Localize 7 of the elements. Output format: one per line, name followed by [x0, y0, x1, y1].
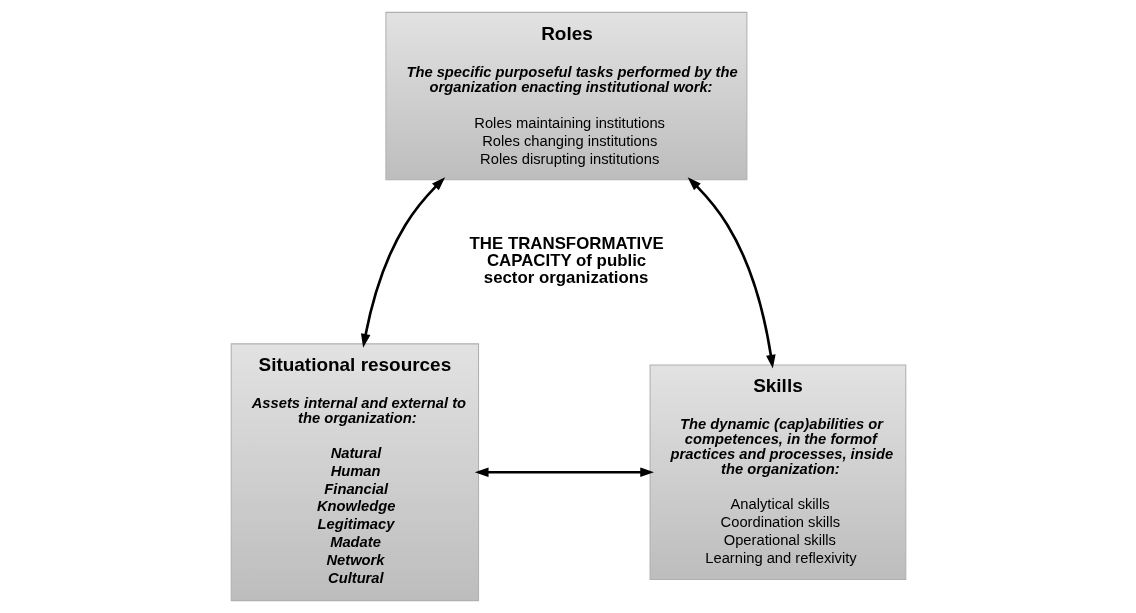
node-box: Situational resources Assets internal and external to the organization: Natural Human Financial Knowledge Legitimacy Madate Network Cultural	[230, 343, 479, 602]
node-box: Roles The specific purposeful tasks performed by the organization enacting institutional work: Roles maintaining institutions Roles changing institutions Roles disrupting institutions	[384, 11, 747, 181]
arrow	[687, 177, 776, 369]
arrow	[474, 467, 654, 478]
arrow	[360, 177, 445, 348]
node-box: Skills The dynamic (cap)abilities or competences, in the formof practices and processes, inside the organization: Analytical skills Coordination skills Operational skills Learning and reflexivity	[649, 364, 906, 581]
label: THE TRANSFORMATIVE CAPACITY of public sector organizations	[469, 233, 664, 287]
